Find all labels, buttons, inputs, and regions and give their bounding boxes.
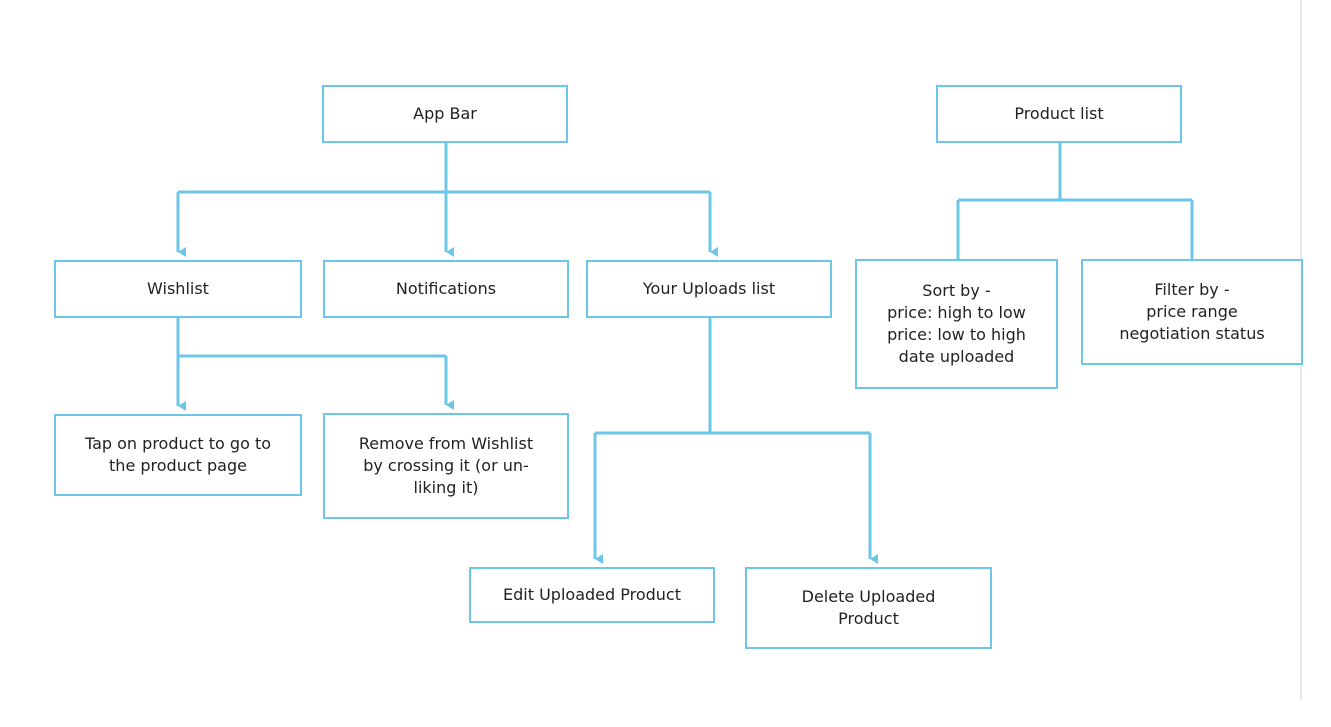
- node-your-uploads-list: Your Uploads list: [586, 260, 832, 318]
- node-wishlist-label: Wishlist: [147, 279, 209, 298]
- node-wishlist: Wishlist: [54, 260, 302, 318]
- node-sort-by-label: Sort by - price: high to low price: low …: [887, 281, 1026, 366]
- node-product-list-label: Product list: [1014, 104, 1104, 123]
- node-app-bar: App Bar: [322, 85, 568, 143]
- node-remove-from-wishlist-label: Remove from Wishlist by crossing it (or …: [358, 434, 534, 497]
- node-product-list: Product list: [936, 85, 1182, 143]
- connector-wishlist-trunk: [176, 318, 446, 358]
- node-delete-uploaded-product-label: Delete Uploaded Product: [801, 587, 936, 628]
- node-notifications-label: Notifications: [395, 279, 497, 298]
- connector-lines: [176, 143, 1194, 564]
- node-delete-uploaded-product: Delete Uploaded Product: [745, 567, 992, 649]
- node-filter-by: Filter by - price range negotiation stat…: [1081, 259, 1303, 365]
- node-filter-by-label: Filter by - price range negotiation stat…: [1119, 280, 1265, 343]
- node-tap-product-label: Tap on product to go to the product page: [84, 434, 272, 475]
- node-tap-product: Tap on product to go to the product page: [54, 414, 302, 496]
- node-edit-uploaded-product-label: Edit Uploaded Product: [503, 585, 681, 604]
- node-notifications: Notifications: [323, 260, 569, 318]
- node-your-uploads-list-label: Your Uploads list: [642, 279, 776, 298]
- node-edit-uploaded-product: Edit Uploaded Product: [469, 567, 715, 623]
- node-remove-from-wishlist: Remove from Wishlist by crossing it (or …: [323, 413, 569, 519]
- node-sort-by: Sort by - price: high to low price: low …: [855, 259, 1058, 389]
- node-app-bar-label: App Bar: [413, 104, 477, 123]
